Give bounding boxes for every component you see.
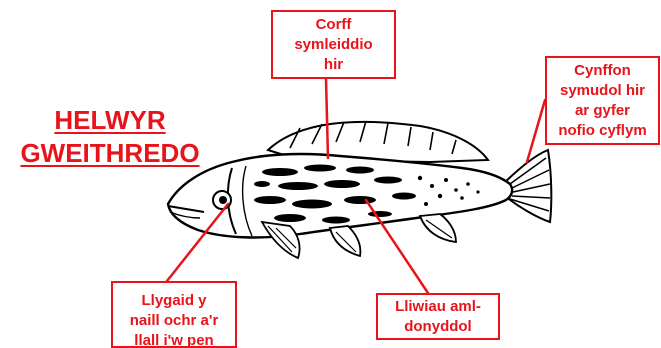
- label-colour-text: Lliwiau aml- donyddol: [395, 297, 481, 337]
- label-eye-text: Llygaid y naill ochr a'r llall i'w pen: [130, 291, 219, 348]
- label-body: Corff symleiddio hir: [271, 10, 396, 79]
- label-tail: Cynffon symudol hir ar gyfer nofio cyfly…: [545, 56, 660, 145]
- label-colour: Lliwiau aml- donyddol: [376, 293, 500, 340]
- fish-body: [168, 154, 512, 237]
- title-line-1: HELWYR: [10, 104, 210, 137]
- title-line-2: GWEITHREDO: [10, 137, 210, 170]
- label-body-text: Corff symleiddio hir: [294, 15, 372, 75]
- label-tail-text: Cynffon symudol hir ar gyfer nofio cyfly…: [558, 61, 646, 141]
- diagram-title: HELWYR GWEITHREDO: [10, 104, 210, 170]
- label-eye: Llygaid y naill ochr a'r llall i'w pen: [111, 281, 237, 348]
